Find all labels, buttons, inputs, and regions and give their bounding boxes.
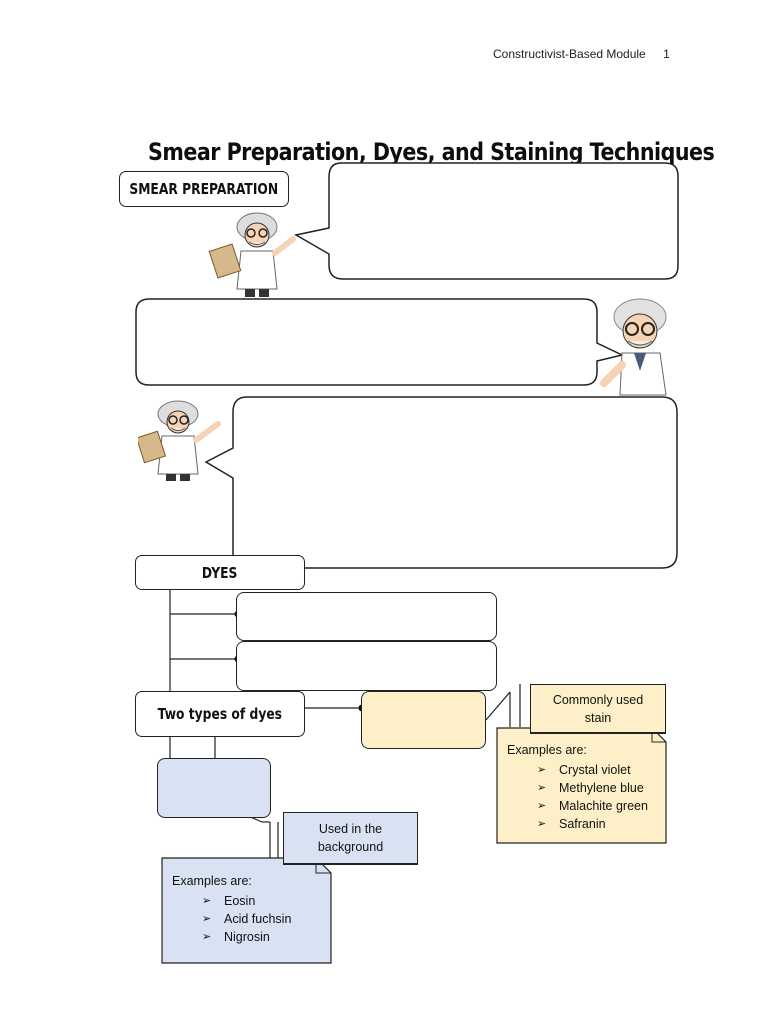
page-title: Smear Preparation, Dyes, and Staining Te…	[148, 138, 715, 166]
basic-dye-examples: Examples are: Crystal violet Methylene b…	[507, 741, 657, 833]
examples-label: Examples are:	[172, 874, 252, 888]
speech-bubble-1	[293, 162, 679, 280]
list-item: Safranin	[537, 815, 657, 833]
speech-bubble-3	[204, 396, 678, 569]
acidic-dye-examples: Examples are: Eosin Acid fuchsin Nigrosi…	[172, 872, 322, 946]
list-item: Methylene blue	[537, 779, 657, 797]
acidic-dye-box[interactable]	[157, 758, 271, 818]
list-item: Nigrosin	[202, 928, 322, 946]
list-item: Eosin	[202, 892, 322, 910]
acidic-dye-callout: Used in the background	[283, 812, 418, 865]
header-title: Constructivist-Based Module	[493, 47, 646, 61]
smear-preparation-label: SMEAR PREPARATION	[119, 171, 289, 207]
page-number: 1	[663, 47, 670, 61]
two-types-of-dyes-label: Two types of dyes	[135, 691, 305, 737]
dye-definition-box-2[interactable]	[236, 641, 497, 691]
list-item: Crystal violet	[537, 761, 657, 779]
scientist-pointing-icon	[600, 298, 667, 396]
scientist-clipboard-icon	[138, 400, 221, 481]
dyes-label: DYES	[135, 555, 305, 590]
examples-label: Examples are:	[507, 743, 587, 757]
basic-dye-callout: Commonly used stain	[530, 684, 666, 734]
list-item: Malachite green	[537, 797, 657, 815]
speech-bubble-2	[135, 298, 625, 386]
list-item: Acid fuchsin	[202, 910, 322, 928]
scientist-clipboard-icon	[208, 212, 296, 297]
dye-definition-box-1[interactable]	[236, 592, 497, 641]
page-header: Constructivist-Based Module 1	[493, 47, 670, 61]
basic-dye-box[interactable]	[361, 691, 486, 749]
